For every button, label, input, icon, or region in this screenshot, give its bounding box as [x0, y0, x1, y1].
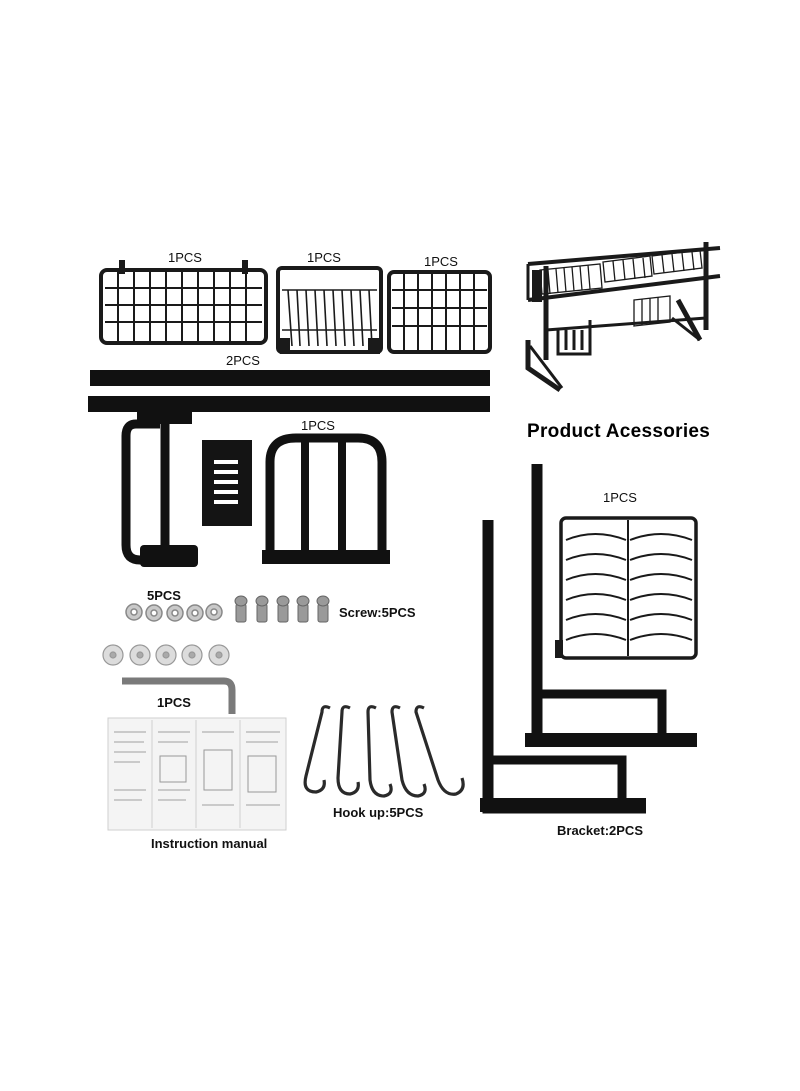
wire-basket-left	[99, 260, 268, 345]
plate-rack-qty: 1PCS	[603, 490, 637, 505]
plate-rack	[555, 516, 698, 660]
wire-basket-right	[387, 270, 492, 354]
holders-qty: 1PCS	[301, 418, 335, 433]
brackets	[480, 464, 697, 814]
bars-qty: 2PCS	[226, 353, 260, 368]
assembled-rack-photo	[525, 242, 721, 393]
basket-right-qty: 1PCS	[424, 254, 458, 269]
rubber-feet	[102, 644, 230, 666]
allen-wrench	[122, 677, 236, 714]
screws	[234, 595, 330, 623]
utensil-holder-frame	[121, 411, 198, 567]
wrench-qty: 1PCS	[157, 695, 191, 710]
page-title: Product Acessories	[527, 421, 711, 442]
manual-label: Instruction manual	[151, 836, 268, 851]
basket-middle-qty: 1PCS	[307, 250, 341, 265]
basket-left-qty: 1PCS	[168, 250, 202, 265]
washers	[125, 603, 223, 622]
instruction-manual	[107, 717, 287, 831]
brackets-qty: Bracket:2PCS	[557, 823, 643, 838]
dish-basket-middle	[276, 266, 383, 354]
hooks-qty: Hook up:5PCS	[333, 805, 424, 820]
washers-qty: 5PCS	[147, 588, 181, 603]
knife-holder	[202, 440, 252, 526]
cutting-board-holder	[262, 433, 390, 564]
s-hooks	[303, 705, 465, 798]
support-bars	[88, 370, 490, 412]
screws-qty: Screw:5PCS	[339, 605, 416, 620]
